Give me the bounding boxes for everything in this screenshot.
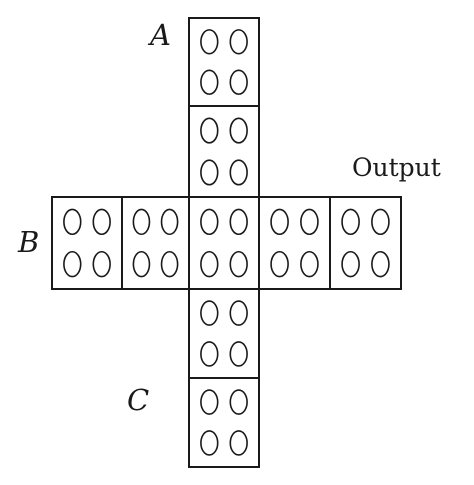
brick-lower-stud-1: [200, 300, 219, 326]
label-c: C: [127, 383, 149, 417]
brick-b-inner-stud-2: [160, 208, 179, 236]
brick-center-stud-4: [229, 250, 248, 278]
brick-b-stud-4: [92, 250, 111, 278]
brick-upper: [188, 105, 260, 198]
brick-output: [329, 196, 402, 290]
brick-upper-stud-2: [229, 117, 248, 144]
brick-output-stud-3: [341, 250, 360, 278]
brick-a-stud-1: [200, 29, 219, 55]
brick-output-stud-2: [371, 208, 390, 236]
bricks-group: [51, 17, 402, 468]
brick-b-outline: [51, 196, 123, 290]
brick-c-stud-2: [229, 389, 248, 415]
brick-a-outline: [188, 17, 260, 107]
brick-center-stud-3: [200, 250, 219, 278]
brick-b-inner-stud-4: [160, 250, 179, 278]
brick-b-inner: [121, 196, 190, 290]
brick-center: [188, 196, 260, 290]
brick-right-stud-3: [270, 250, 289, 278]
brick-upper-outline: [188, 105, 260, 198]
brick-output-outline: [329, 196, 402, 290]
brick-b-inner-stud-3: [132, 250, 151, 278]
brick-a: [188, 17, 260, 107]
brick-right: [258, 196, 331, 290]
brick-upper-stud-1: [200, 117, 219, 144]
brick-b-inner-outline: [121, 196, 190, 290]
brick-c-stud-3: [200, 430, 219, 456]
brick-center-outline: [188, 196, 260, 290]
brick-b-inner-stud-1: [132, 208, 151, 236]
brick-b: [51, 196, 123, 290]
label-a: A: [147, 18, 171, 52]
label-output: Output: [352, 153, 441, 182]
brick-lower-stud-2: [229, 300, 248, 326]
brick-center-stud-1: [200, 208, 219, 236]
brick-right-stud-2: [300, 208, 319, 236]
brick-c-stud-4: [229, 430, 248, 456]
brick-lower-stud-3: [200, 341, 219, 367]
brick-center-stud-2: [229, 208, 248, 236]
brick-b-stud-3: [63, 250, 82, 278]
brick-b-stud-2: [92, 208, 111, 236]
brick-a-stud-3: [200, 69, 219, 95]
brick-right-outline: [258, 196, 331, 290]
brick-a-stud-2: [229, 29, 248, 55]
brick-c-outline: [188, 377, 260, 468]
brick-output-stud-4: [371, 250, 390, 278]
brick-output-stud-1: [341, 208, 360, 236]
brick-a-stud-4: [229, 69, 248, 95]
brick-upper-stud-4: [229, 159, 248, 186]
brick-c-stud-1: [200, 389, 219, 415]
brick-lower-outline: [188, 288, 260, 379]
brick-right-stud-1: [270, 208, 289, 236]
brick-c: [188, 377, 260, 468]
label-b: B: [17, 225, 39, 259]
brick-upper-stud-3: [200, 159, 219, 186]
brick-b-stud-1: [63, 208, 82, 236]
brick-lower-stud-4: [229, 341, 248, 367]
brick-lower: [188, 288, 260, 379]
brick-right-stud-4: [300, 250, 319, 278]
